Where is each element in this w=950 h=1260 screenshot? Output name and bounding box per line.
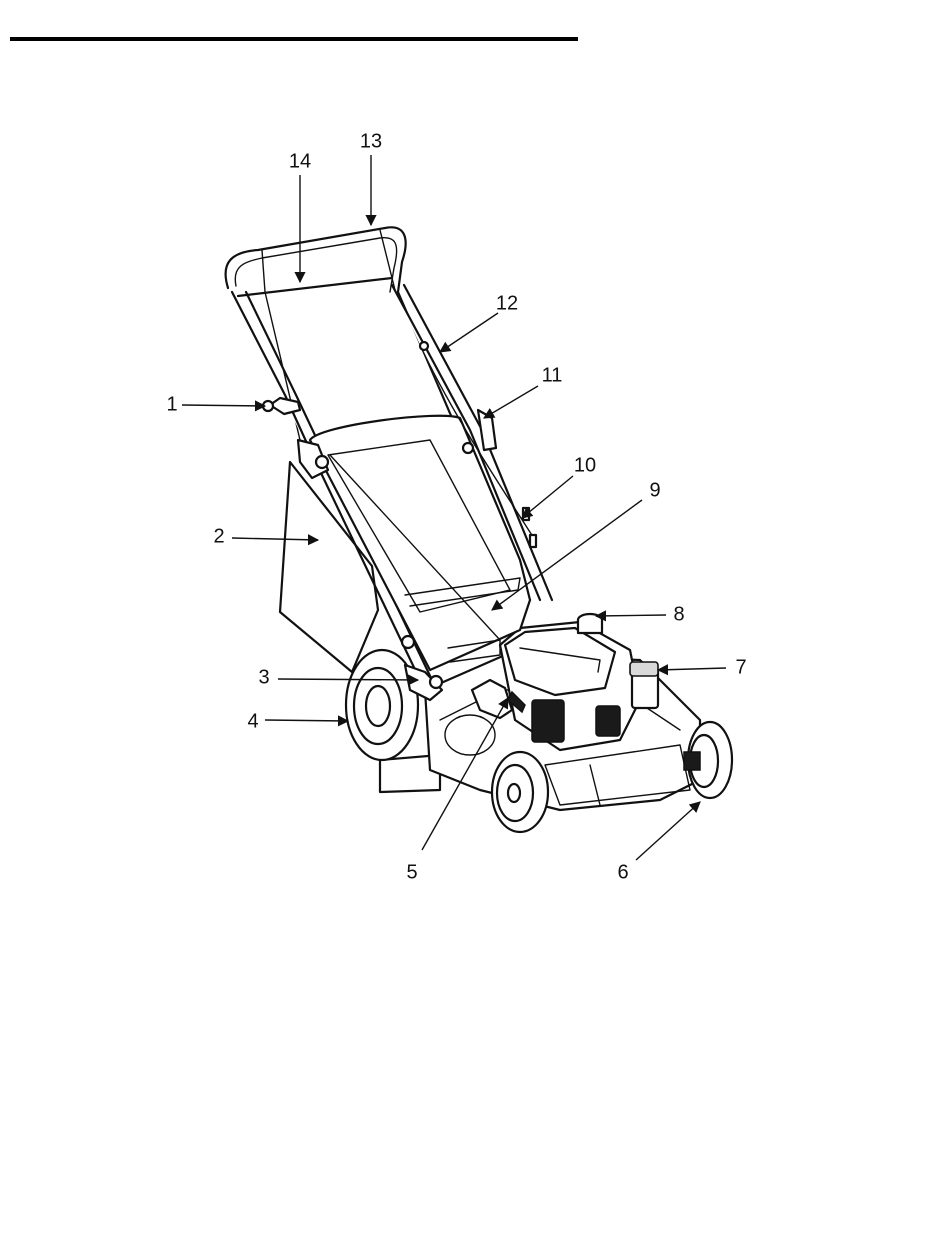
leader-7: [658, 668, 726, 670]
leader-6: [636, 802, 700, 860]
callout-label-12: 12: [496, 292, 518, 314]
callout-label-10: 10: [574, 454, 596, 476]
callout-label-14: 14: [289, 150, 311, 172]
callout-label-5: 5: [406, 861, 417, 883]
callout-label-1: 1: [166, 393, 177, 415]
leader-10: [522, 476, 573, 518]
leader-11: [484, 386, 538, 418]
front-wheel-left-shape: [492, 752, 548, 832]
leader-1: [182, 405, 265, 406]
leader-12: [440, 313, 498, 352]
leader-3: [278, 679, 418, 680]
leader-8: [596, 615, 666, 616]
callout-label-4: 4: [247, 710, 258, 732]
leader-4: [265, 720, 348, 721]
callout-label-9: 9: [649, 479, 660, 501]
callout-label-7: 7: [735, 656, 746, 678]
callout-label-13: 13: [360, 130, 382, 152]
callout-label-11: 11: [542, 364, 563, 386]
callout-label-6: 6: [617, 861, 628, 883]
callout-label-8: 8: [673, 603, 684, 625]
mower-illustration: [226, 227, 732, 832]
callout-label-2: 2: [213, 525, 224, 547]
callout-label-3: 3: [258, 666, 269, 688]
